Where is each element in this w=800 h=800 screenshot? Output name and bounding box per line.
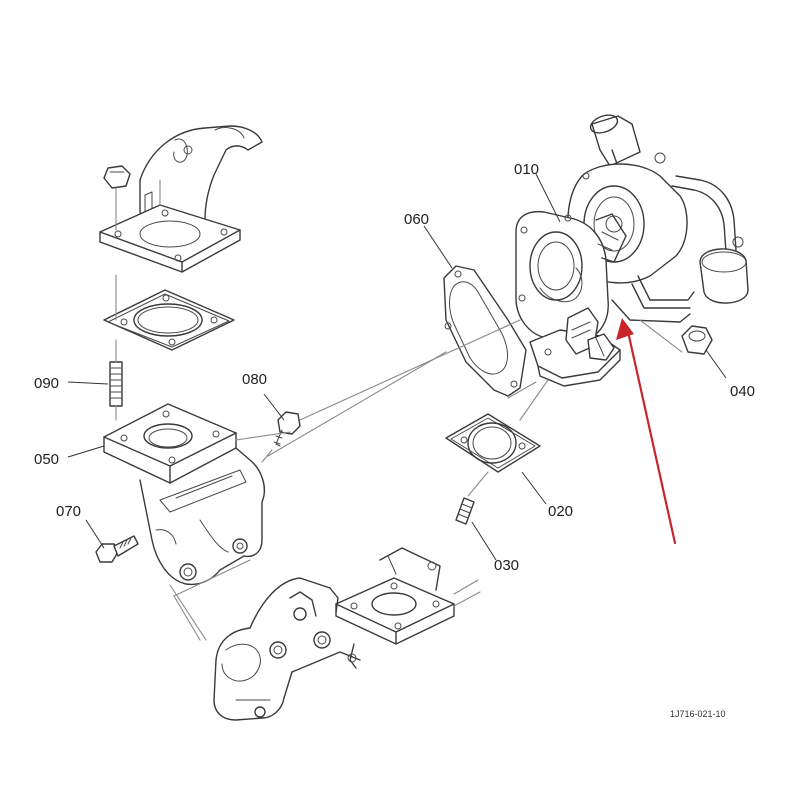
part-label-080: 080 — [242, 371, 267, 388]
assembly-lines — [169, 319, 549, 641]
part-label-010: 010 — [514, 161, 539, 178]
part-label-090: 090 — [34, 375, 59, 392]
gasket-060 — [443, 265, 527, 397]
part-label-030: 030 — [494, 557, 519, 574]
exhaust-manifold — [173, 547, 479, 721]
nut-040 — [681, 325, 713, 355]
part-label-020: 020 — [548, 503, 573, 520]
exhaust-flange-050 — [103, 403, 266, 586]
drawing-reference-code: 1J716-021-10 — [670, 709, 726, 719]
gasket-upper — [103, 274, 235, 351]
part-label-040: 040 — [730, 383, 755, 400]
turbocharger-010 — [515, 114, 749, 387]
stud-030 — [455, 497, 475, 525]
indicator-arrow — [616, 318, 677, 545]
top-nut — [103, 165, 131, 231]
bolt-080 — [261, 411, 301, 463]
bolt-070 — [95, 535, 139, 563]
gasket-020 — [445, 413, 541, 473]
stud-090 — [109, 339, 123, 421]
exhaust-elbow-top — [99, 125, 263, 273]
part-label-070: 070 — [56, 503, 81, 520]
callout-leaders — [67, 173, 727, 561]
part-label-050: 050 — [34, 451, 59, 468]
part-label-060: 060 — [404, 211, 429, 228]
part-labels: 010 060 090 080 040 050 070 020 030 1J71… — [34, 161, 755, 719]
